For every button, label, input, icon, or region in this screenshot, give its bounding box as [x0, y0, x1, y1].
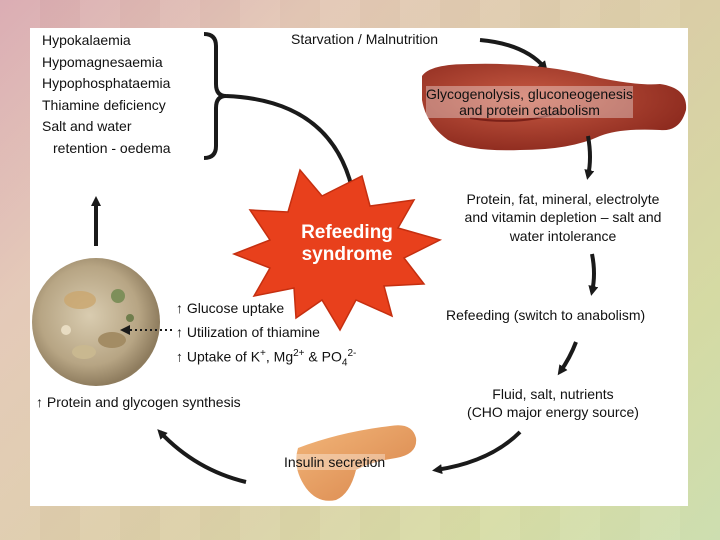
arrow-fluid-to-insulin: [432, 430, 522, 475]
starburst-line: Refeeding: [301, 222, 393, 243]
deficit-item: Thiamine deficiency: [42, 96, 166, 113]
arrow-starvation-to-liver: [479, 38, 548, 72]
thiamine-utilization: ↑ Utilization of thiamine: [176, 324, 320, 340]
depletion-label: Protein, fat, mineral, electrolyte and v…: [440, 190, 686, 245]
liver-label-line: and protein catabolism: [459, 102, 600, 118]
arrow-refeeding-to-fluid: [557, 341, 578, 376]
starvation-label: Starvation / Malnutrition: [291, 31, 439, 47]
deficit-item: Hypomagnesaemia: [42, 53, 163, 70]
arrow-liver-to-depletion: [584, 135, 595, 180]
phosphate-subscript: 4: [341, 357, 348, 369]
liver-label-line: Glycogenolysis, gluconeogenesis: [426, 86, 634, 102]
magnesium-charge: 2+: [293, 348, 305, 359]
deficit-item: retention - oedema: [53, 139, 171, 156]
potassium-charge: +: [260, 348, 266, 359]
depletion-line: water intolerance: [509, 227, 617, 244]
insulin-label: Insulin secretion: [284, 454, 386, 470]
pancreas-icon: [296, 425, 417, 501]
phosphate-charge: 2-: [347, 348, 357, 359]
phosphate-text: & PO: [304, 348, 342, 365]
fluid-line: Fluid, salt, nutrients: [492, 386, 614, 402]
magnesium-text: , Mg: [265, 348, 294, 365]
deficit-item: Salt and water: [42, 118, 132, 134]
depletion-line: Protein, fat, mineral, electrolyte: [466, 191, 660, 207]
synthesis-label: ↑ Protein and glycogen synthesis: [36, 394, 241, 410]
ion-uptake: ↑ Uptake of K+, Mg2+ & PO42-: [176, 347, 356, 370]
deficit-item: Hypokalaemia: [42, 32, 131, 48]
refeeding-switch-label: Refeeding (switch to anabolism): [446, 307, 646, 323]
starburst-shape: [231, 168, 443, 332]
fluid-line: (CHO major energy source): [467, 404, 639, 421]
arrow-depletion-to-refeeding: [588, 253, 599, 296]
uptakes-list: ↑ Glucose uptake ↑ Utilization of thiami…: [176, 299, 356, 370]
liver-label: Glycogenolysis, gluconeogenesis and prot…: [426, 86, 634, 118]
brace-icon: [203, 32, 227, 160]
fluid-label: Fluid, salt, nutrients (CHO major energy…: [448, 385, 658, 422]
arrow-brace-to-syndrome: [225, 94, 356, 192]
depletion-line: and vitamin depletion – salt and: [464, 209, 662, 226]
ion-uptake-prefix: ↑ Uptake of K: [176, 348, 261, 365]
arrow-insulin-to-synthesis: [157, 429, 247, 484]
starburst-label: Refeeding syndrome: [282, 222, 412, 266]
cell-icon: [32, 258, 160, 386]
glucose-uptake: ↑ Glucose uptake: [176, 300, 285, 316]
starburst-line: syndrome: [301, 243, 393, 265]
deficit-item: Hypophosphataemia: [42, 75, 171, 91]
deficits-list: Hypokalaemia Hypomagnesaemia Hypophospha…: [42, 31, 171, 160]
liver-icon: [422, 63, 687, 151]
